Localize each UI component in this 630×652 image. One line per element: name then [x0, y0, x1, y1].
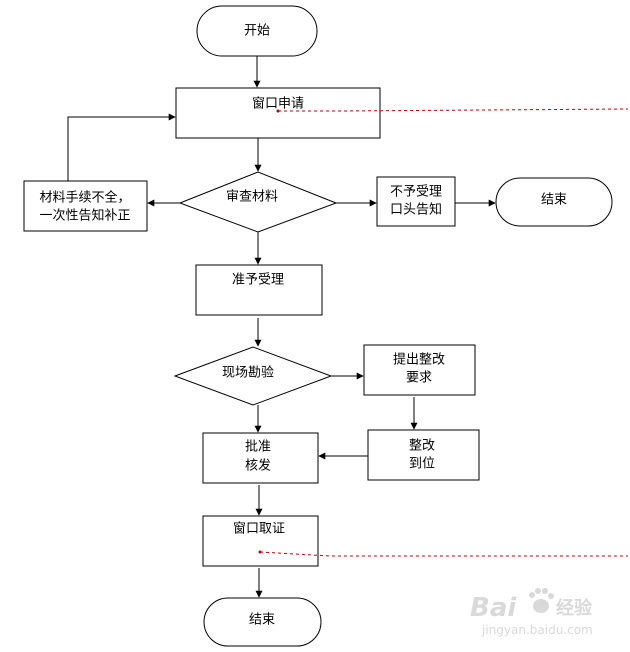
end-right-node: 结束: [495, 177, 613, 227]
comment-leader-apply: [278, 108, 629, 112]
rectify-request-label-1: 提出整改: [393, 352, 445, 368]
start-node: 开始: [196, 5, 318, 57]
end-bottom-node: 结束: [203, 597, 322, 647]
inspection-label: 现场勘验: [222, 365, 274, 381]
comment-leaders: [259, 108, 629, 557]
window-apply-label: 窗口申请: [252, 96, 304, 112]
comment-anchor-collect: [258, 550, 262, 554]
rectified-label-1: 整改: [409, 439, 435, 454]
reject-label-2: 口头告知: [390, 202, 442, 218]
watermark: Bai 经验 jingyan.baidu.com: [470, 588, 593, 637]
collect-label: 窗口取证: [233, 521, 285, 537]
arrow-incomplete-to-apply: [67, 113, 176, 181]
approve-label-2: 核发: [245, 458, 271, 474]
end-right-label: 结束: [541, 193, 567, 208]
start-label: 开始: [244, 24, 270, 39]
reject-label-1: 不予受理: [390, 185, 442, 200]
rectified-node: 整改 到位: [367, 429, 480, 481]
rectify-request-label-2: 要求: [406, 371, 432, 386]
incomplete-label-1: 材料手续不全，: [39, 190, 130, 206]
collect-node: 窗口取证: [202, 515, 319, 567]
review-decision: 审查材料: [178, 171, 338, 233]
accept-node: 准予受理: [195, 264, 323, 316]
rectified-label-2: 到位: [409, 457, 435, 472]
connectors: [67, 56, 496, 598]
watermark-url: jingyan.baidu.com: [481, 623, 593, 637]
watermark-brand-right: 经验: [556, 597, 593, 619]
incomplete-node: 材料手续不全， 一次性告知补正: [23, 180, 148, 232]
rectify-request-node: 提出整改 要求: [363, 344, 476, 396]
paw-icon: [529, 588, 554, 613]
watermark-brand-left: Bai: [470, 593, 517, 623]
approve-label-1: 批准: [245, 440, 271, 455]
incomplete-label-2: 一次性告知补正: [39, 208, 130, 224]
comment-anchor-apply: [276, 109, 280, 113]
review-label: 审查材料: [226, 190, 278, 205]
approve-node: 批准 核发: [202, 432, 319, 484]
reject-node: 不予受理 口头告知: [376, 176, 456, 227]
inspection-decision: 现场勘验: [173, 346, 333, 406]
end-bottom-label: 结束: [249, 613, 275, 628]
window-apply-node: 窗口申请: [175, 87, 381, 139]
accept-label: 准予受理: [232, 273, 284, 288]
